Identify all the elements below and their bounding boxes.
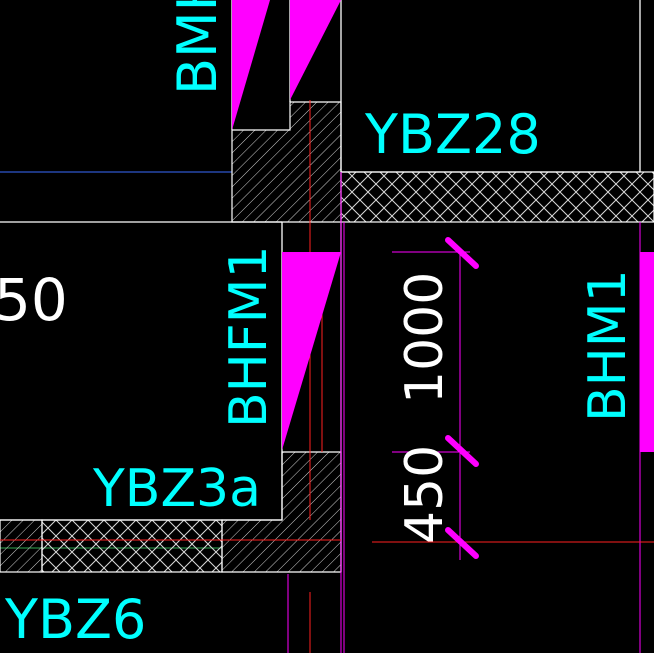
door-leaf-top-left-icon (232, 0, 341, 130)
door-leaf-mid-icon (282, 252, 341, 450)
concrete-column-lower (0, 451, 342, 573)
dimension-450: 450 (395, 445, 455, 544)
brick-wall-bottom (41, 519, 223, 573)
label-ybz3a: YBZ3a (92, 459, 261, 519)
dimension-ticks (445, 237, 479, 559)
label-ybz6: YBZ6 (4, 588, 146, 651)
label-bhfm1: BHFM1 (219, 245, 279, 428)
magenta-lines (287, 172, 654, 653)
door-leaf-right-icon (640, 252, 654, 452)
dimension-50-partial: 50 (0, 266, 68, 334)
dimension-1000: 1000 (395, 272, 455, 404)
label-bmh: BMH (166, 0, 229, 95)
label-bhm1: BHM1 (578, 269, 638, 422)
label-ybz28: YBZ28 (364, 103, 541, 166)
brick-wall-right (340, 171, 654, 223)
